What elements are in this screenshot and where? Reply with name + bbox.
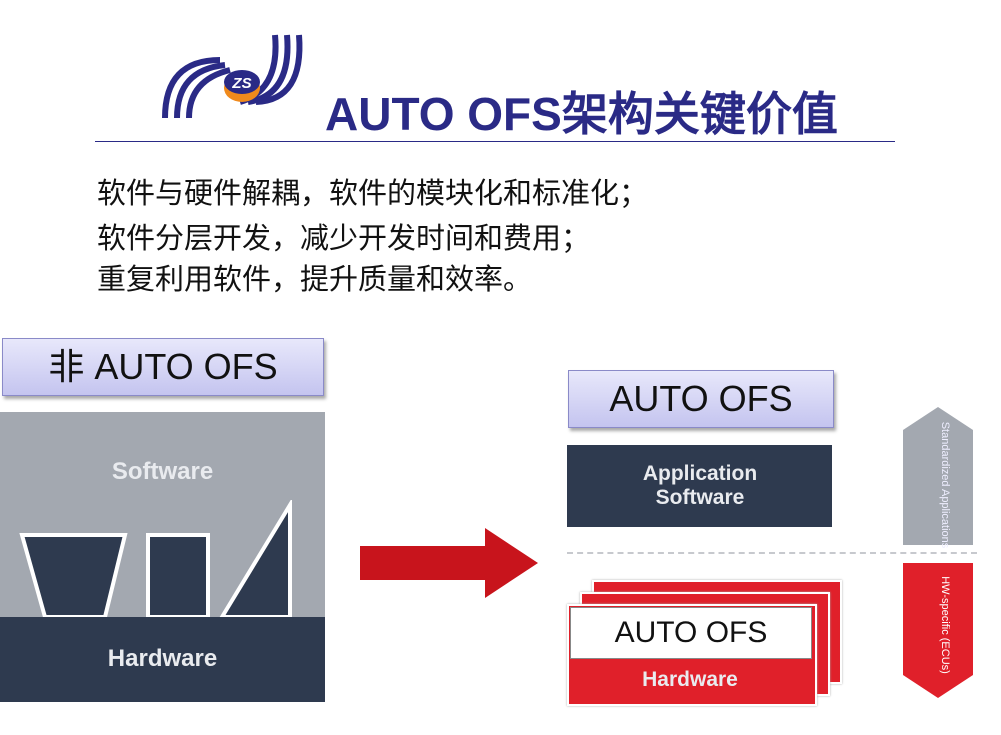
- bullet-2: 软件分层开发，减少开发时间和费用；: [97, 221, 591, 255]
- bullet-3: 重复利用软件，提升质量和效率。: [97, 262, 533, 296]
- page-title: AUTO OFS架构关键价值: [325, 88, 838, 140]
- title-divider: [95, 141, 895, 142]
- left-hardware-label: Hardware: [107, 645, 218, 672]
- arrow-right-icon: [360, 528, 538, 598]
- standardized-label: Standardized Applications: [939, 422, 951, 549]
- auto-ofs-label: AUTO OFS: [568, 370, 834, 428]
- left-hardware-block: [0, 617, 325, 702]
- application-software-block: [567, 445, 832, 527]
- non-auto-ofs-label: 非 AUTO OFS: [2, 338, 324, 396]
- layer-divider: [567, 552, 977, 554]
- application-software-label: Application Software: [642, 462, 758, 509]
- logo: ZS: [160, 30, 310, 125]
- middleware-label: AUTO OFS: [570, 607, 812, 659]
- left-software-label: Software: [111, 458, 214, 485]
- svg-text:ZS: ZS: [231, 75, 251, 92]
- hw-specific-label: HW-specific (ECUs): [939, 576, 951, 674]
- software-modules: [19, 500, 292, 619]
- side-arrows: Standardized Applications HW-specific (E…: [903, 407, 973, 698]
- bullet-1: 软件与硬件解耦，软件的模块化和标准化；: [97, 176, 649, 210]
- right-hardware-label: Hardware: [642, 668, 738, 691]
